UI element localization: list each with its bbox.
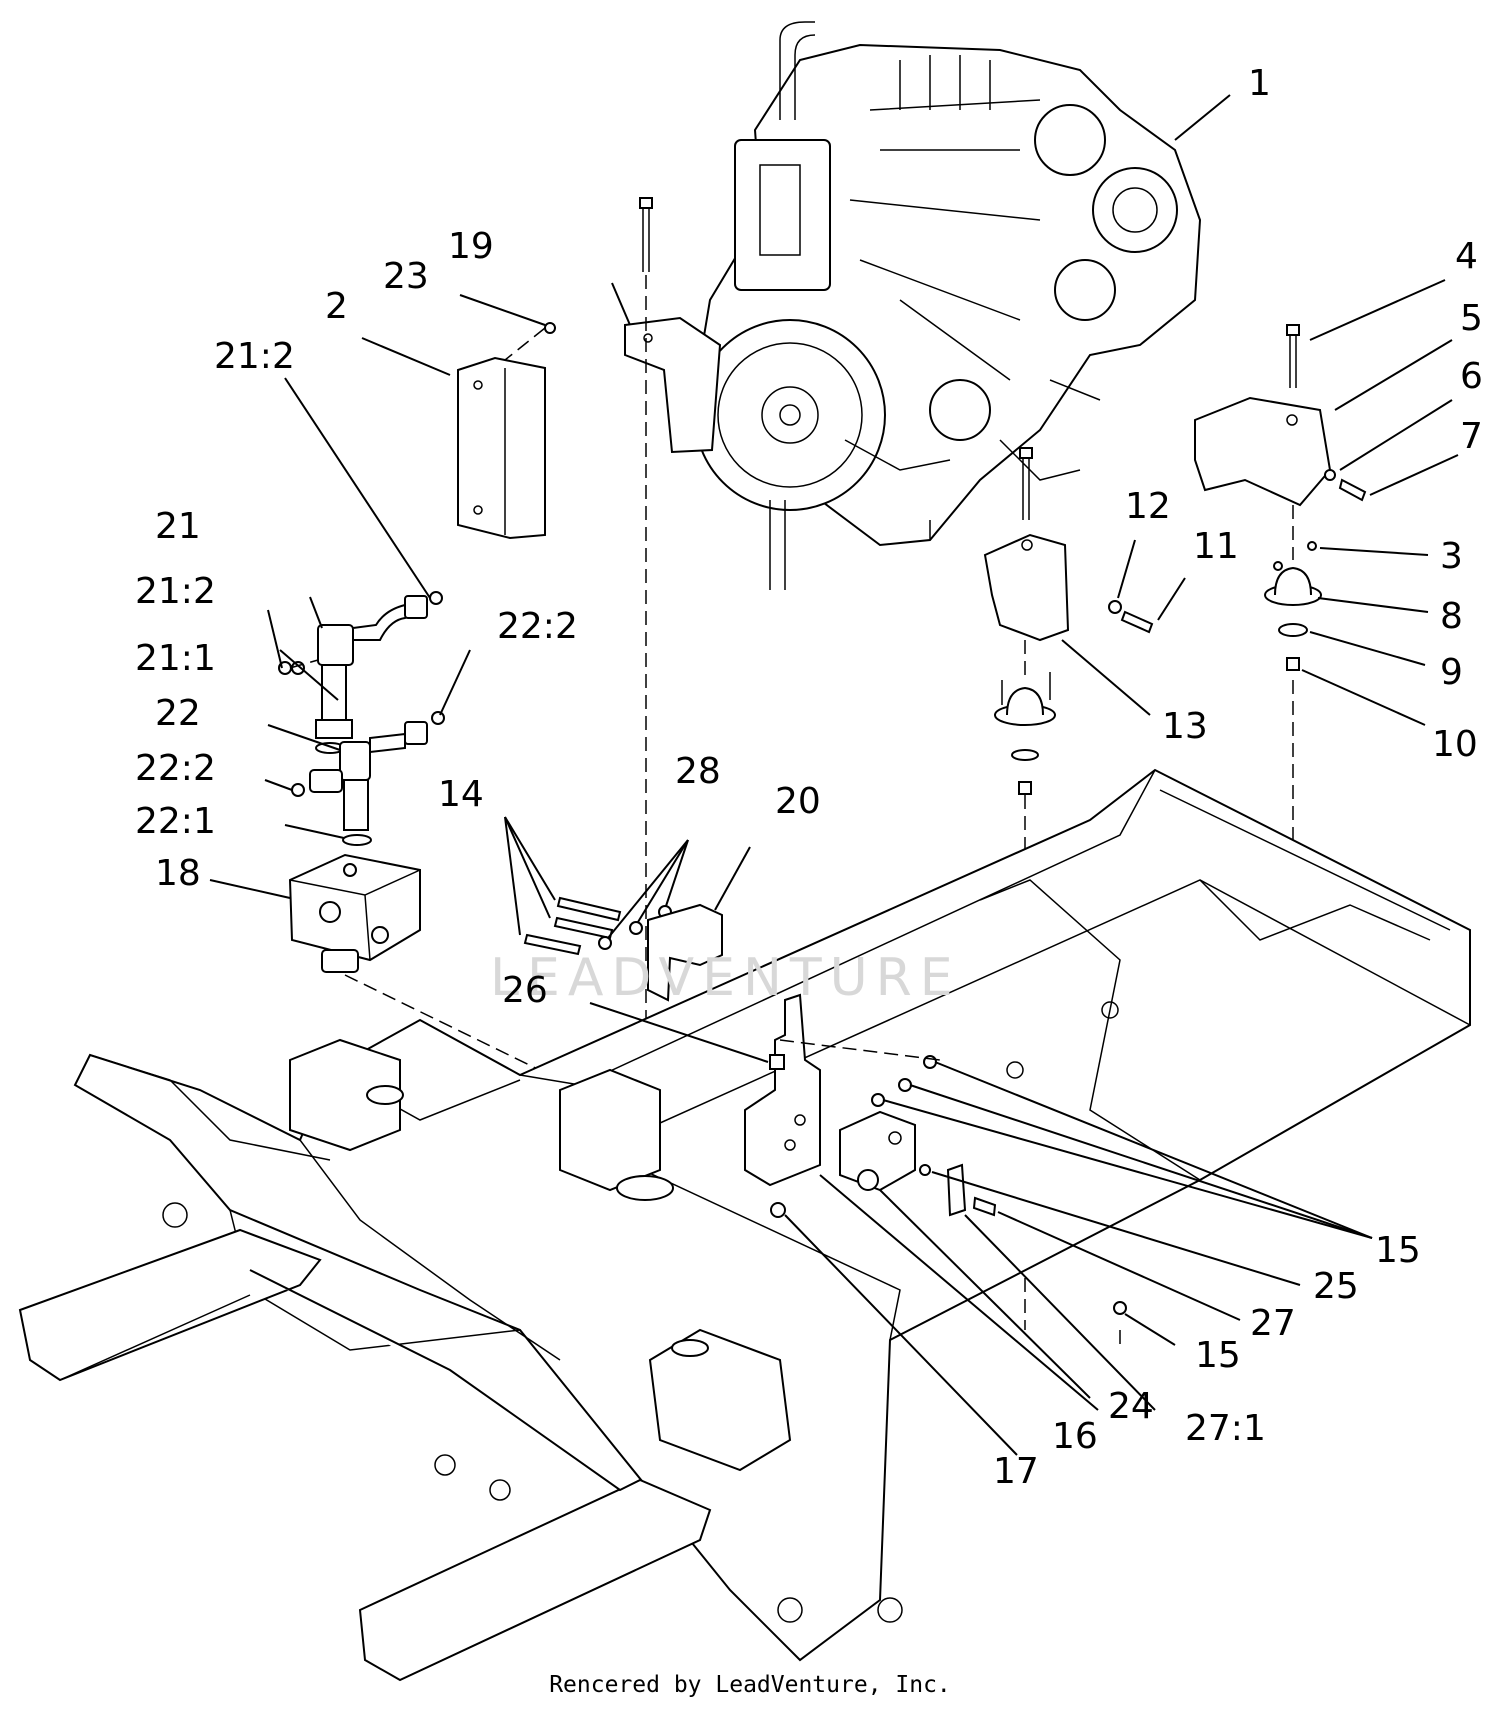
callout-22-2-a: 22:2 [497,606,578,647]
callout-8: 8 [1440,596,1463,637]
washer-6 [1324,469,1336,481]
bolt-11 [1120,610,1154,634]
callout-labels: 1 2 3 4 5 6 7 8 9 10 11 12 13 14 15 15 1… [135,63,1483,1492]
fitting-27 [972,1196,997,1217]
rubber-isolator-8 [1264,541,1322,606]
valve-24 [839,1110,916,1192]
callout-9: 9 [1440,652,1463,693]
callout-7: 7 [1460,416,1483,457]
callout-17: 17 [993,1451,1039,1492]
flywheel-housing [694,319,886,511]
callout-21: 21 [155,506,201,547]
callout-12: 12 [1125,486,1171,527]
callout-6: 6 [1460,356,1483,397]
shield-plate [457,356,546,540]
nut-17 [770,1202,786,1218]
fitting-22 [339,721,428,831]
callout-2: 2 [325,286,348,327]
fitting-21 [315,595,428,739]
callout-14: 14 [438,774,484,815]
watermark: LEADVENTURE [490,948,961,1008]
callout-21-2-a: 21:2 [214,336,295,377]
bracket-20 [647,903,723,1002]
side-engine-mount-bracket [983,533,1070,642]
bracket-25 [946,1163,967,1217]
callout-10: 10 [1432,724,1478,765]
bolt-vertical-19 [639,197,653,272]
hydraulic-manifold-18 [288,853,421,973]
bolts-14 [523,896,622,956]
callout-22-2-b: 22:2 [135,748,216,789]
callout-27: 27 [1250,1303,1296,1344]
callout-15-b: 15 [1195,1335,1241,1376]
engine-assembly [694,21,1202,590]
callout-28: 28 [675,751,721,792]
callout-22: 22 [155,693,201,734]
callout-23: 23 [383,256,429,297]
callout-24: 24 [1108,1386,1154,1427]
nut-23 [544,322,556,334]
callout-16: 16 [1052,1416,1098,1457]
front-engine-mount-bracket [1194,396,1332,507]
rear-engine-bracket [624,316,722,454]
callout-27-1: 27:1 [1185,1408,1266,1449]
callout-4: 4 [1455,236,1478,277]
washer-12 [1108,600,1122,614]
callout-19: 19 [448,226,494,267]
callout-21-2-b: 21:2 [135,571,216,612]
callout-25: 25 [1313,1266,1359,1307]
washer-9 [1278,623,1308,637]
callout-26: 26 [502,970,548,1011]
bolt-vertical-13 [1019,447,1033,520]
callout-5: 5 [1460,298,1483,339]
leader-lines [209,94,1459,1456]
callout-21-1: 21:1 [135,638,216,679]
callout-3: 3 [1440,536,1463,577]
callout-20: 20 [775,781,821,822]
bolt-4 [1286,324,1300,388]
engine-ecu-box [734,139,831,291]
main-frame [18,768,1471,1682]
callout-11: 11 [1193,526,1239,567]
rubber-isolator-13 [994,672,1056,726]
callout-22-1: 22:1 [135,801,216,842]
callout-13: 13 [1162,706,1208,747]
callout-1: 1 [1248,63,1271,104]
callout-15-a: 15 [1375,1230,1421,1271]
bolt-7 [1338,478,1367,502]
render-credit: Rencered by LeadVenture, Inc. [549,1672,951,1698]
callout-18: 18 [155,853,201,894]
nut-10 [1286,657,1300,671]
nut-26 [769,1054,785,1070]
